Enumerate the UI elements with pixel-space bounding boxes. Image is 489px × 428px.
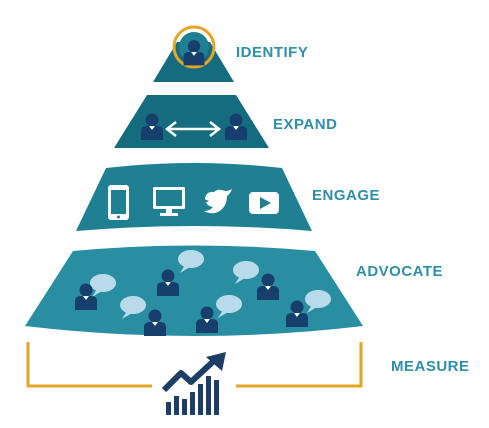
youtube-play-icon [249,192,279,214]
tier-label-measure: MEASURE [391,358,470,375]
tier-label-identify: IDENTIFY [236,44,309,61]
tier-advocate [25,245,363,336]
smartphone-icon [108,185,129,220]
double-arrow-icon [164,121,222,137]
tier-label-advocate: ADVOCATE [356,263,444,280]
growth-chart-icon [161,352,226,415]
tier-label-engage: ENGAGE [312,187,381,204]
tier-label-expand: EXPAND [273,116,338,133]
twitter-bird-icon [204,189,232,214]
tier-expand [114,95,269,148]
bracket-icon [26,342,363,388]
monitor-icon [153,187,185,216]
